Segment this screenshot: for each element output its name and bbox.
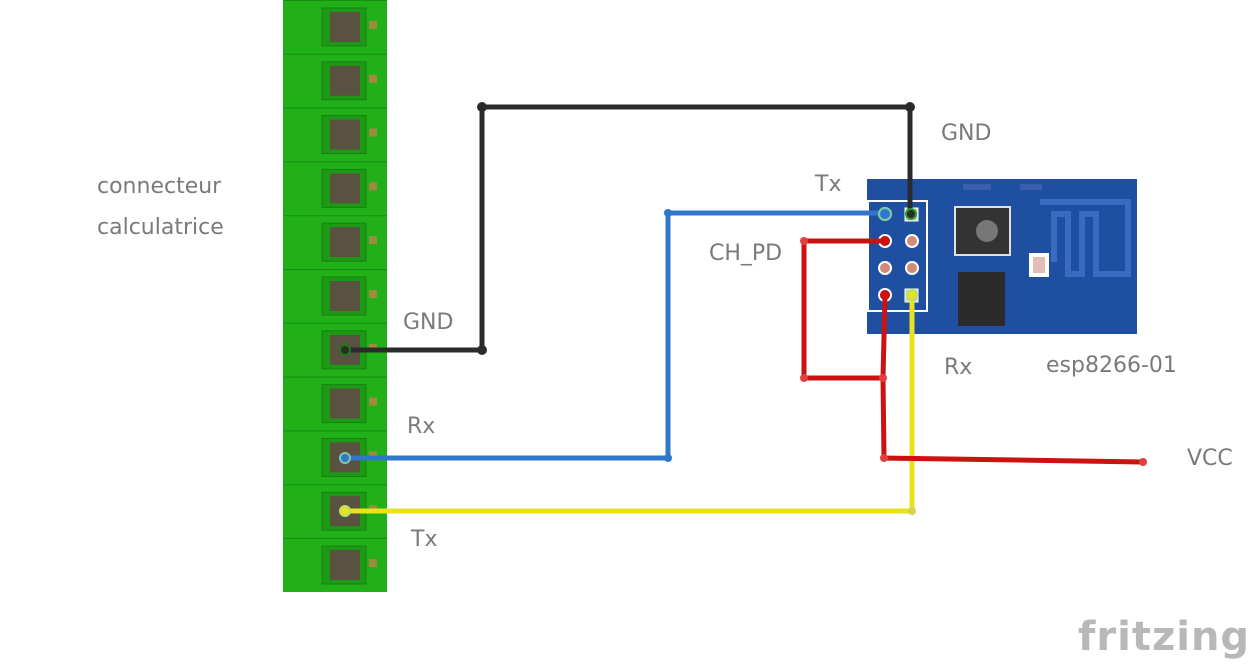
connector-pin-pad [330, 12, 360, 42]
connector-pin-pad [330, 550, 360, 580]
connector-pin-dot [369, 182, 377, 191]
wire-tx-end-esp [906, 289, 918, 301]
connector-pin [283, 269, 387, 316]
wire-vcc [880, 294, 1144, 465]
connector-pin [283, 161, 387, 208]
wires [339, 102, 1147, 517]
wire-gnd-bend [905, 102, 915, 112]
wire-tx-bend [908, 507, 916, 515]
label-gnd-right: GND [941, 121, 991, 146]
connector-pin-pad [330, 388, 360, 419]
esp-antenna [1040, 199, 1131, 277]
connector-pin [283, 215, 387, 262]
connector-pin-dot [369, 559, 377, 567]
esp-chip-logo [976, 220, 998, 242]
connector-pin-dot [369, 451, 377, 460]
wire-rx-end [339, 452, 351, 464]
esp-flash-chip [958, 272, 1005, 326]
wire-rx-bend [664, 454, 672, 462]
label-vcc: VCC [1187, 446, 1233, 471]
esp-component [1020, 184, 1042, 190]
wire-rx-end-esp [878, 207, 892, 221]
esp-header-outline [867, 200, 928, 312]
wire-gnd-bend [477, 345, 487, 355]
connector-pin-dot [369, 290, 377, 298]
connector-pin-dot [369, 74, 377, 83]
label-tx-right: Tx [814, 172, 841, 197]
connector-pin [283, 53, 387, 101]
wire-tx-end [339, 505, 351, 517]
wire-gnd-end-esp [905, 208, 917, 220]
wire-rx-tx [345, 210, 885, 461]
wire-vcc-end-esp [880, 290, 890, 300]
esp-led-core [1033, 257, 1045, 273]
connector-pin-dot [369, 397, 377, 406]
connector-pin [283, 107, 387, 155]
label-ch-pd: CH_PD [709, 241, 782, 266]
wire-ch-pd-bend [800, 374, 808, 382]
esp-pin-gpio2 [905, 234, 919, 248]
label-rx-left: Rx [407, 414, 435, 439]
labels: connecteur calculatrice GND Rx Tx GND Tx… [97, 121, 1250, 660]
wire-ch-pd-bend [800, 237, 808, 245]
wire-vcc-bend [880, 454, 888, 462]
label-tx-left: Tx [410, 527, 437, 552]
connector-pin [283, 538, 387, 585]
calculator-connector [283, 0, 387, 592]
wire-vcc-bend [879, 374, 887, 382]
fritzing-logo: fritzing [1078, 614, 1250, 660]
esp-chip-main [954, 206, 1011, 256]
wire-gnd-end [339, 344, 351, 356]
connector-pin-dot [369, 21, 377, 29]
label-module-name: esp8266-01 [1046, 353, 1177, 378]
wire-ch-pd-end-esp [880, 236, 890, 246]
connector-pin-pad [330, 227, 360, 258]
connector-pin-dot [369, 128, 377, 137]
label-rx-right: Rx [944, 355, 972, 380]
connector-pin-dot [369, 236, 377, 245]
wire-ch-pd [801, 238, 885, 381]
esp-pin-gpio0 [905, 261, 919, 275]
connector-pin-pad [330, 65, 360, 96]
wire-vcc-end [1139, 458, 1147, 466]
label-connector-line1: connecteur [97, 174, 222, 199]
esp-component [963, 184, 991, 190]
connector-pin [283, 376, 387, 424]
connector-pin-pad [330, 119, 360, 150]
label-gnd-left: GND [403, 310, 453, 335]
esp-pin-reset [878, 261, 892, 275]
label-connector-line2: calculatrice [97, 215, 224, 240]
connector-pin-pad [330, 281, 360, 311]
wire-gnd-bend [477, 102, 487, 112]
wire-rx-bend [664, 209, 672, 217]
connector-pin-pad [330, 173, 360, 204]
connector-pin [283, 0, 387, 47]
